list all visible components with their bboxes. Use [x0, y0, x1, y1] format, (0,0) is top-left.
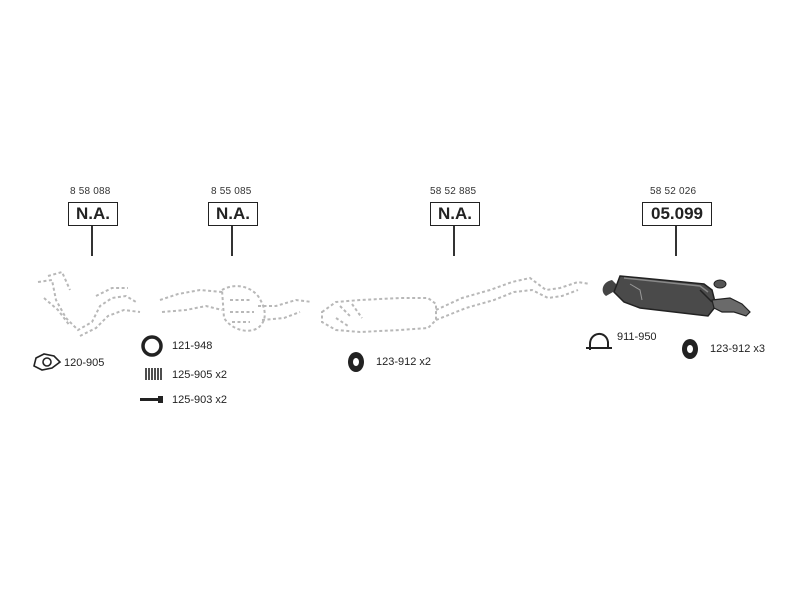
oe-number-label: 8 55 085	[211, 186, 252, 197]
leader-line	[91, 226, 93, 256]
rubber-hanger-icon	[682, 339, 698, 359]
oe-number-label: 58 52 885	[430, 186, 477, 197]
leader-line	[675, 226, 677, 256]
seal-ring-icon	[141, 335, 163, 357]
accessory-label[interactable]: 125-905 x2	[172, 369, 228, 381]
accessory-label[interactable]: 911-950	[617, 331, 657, 343]
accessory-label[interactable]: 120-905	[64, 357, 105, 369]
accessory-label[interactable]: 123-912 x3	[710, 343, 766, 355]
oe-number-label: 58 52 026	[650, 186, 697, 197]
bolt-icon	[140, 396, 163, 403]
flange-gasket-icon	[33, 353, 62, 371]
oe-number-label: 8 58 088	[70, 186, 111, 197]
part-code-box[interactable]: N.A.	[68, 202, 118, 226]
accessory-label[interactable]: 121-948	[172, 340, 213, 352]
leader-line	[231, 226, 233, 256]
leader-line	[453, 226, 455, 256]
rear-silencer-part	[602, 275, 751, 317]
part-code-box[interactable]: 05.099	[642, 202, 712, 226]
accessory-label[interactable]: 125-903 x2	[172, 394, 228, 406]
part-code-box[interactable]: N.A.	[208, 202, 258, 226]
accessory-label[interactable]: 123-912 x2	[376, 356, 432, 368]
front-pipe-part	[37, 270, 141, 337]
part-code-box[interactable]: N.A.	[430, 202, 480, 226]
catalytic-converter-part	[159, 285, 313, 332]
rubber-hanger-icon	[348, 352, 364, 372]
center-muffler-part	[321, 276, 591, 334]
u-clamp-icon	[586, 333, 612, 350]
spring-icon	[145, 368, 162, 380]
